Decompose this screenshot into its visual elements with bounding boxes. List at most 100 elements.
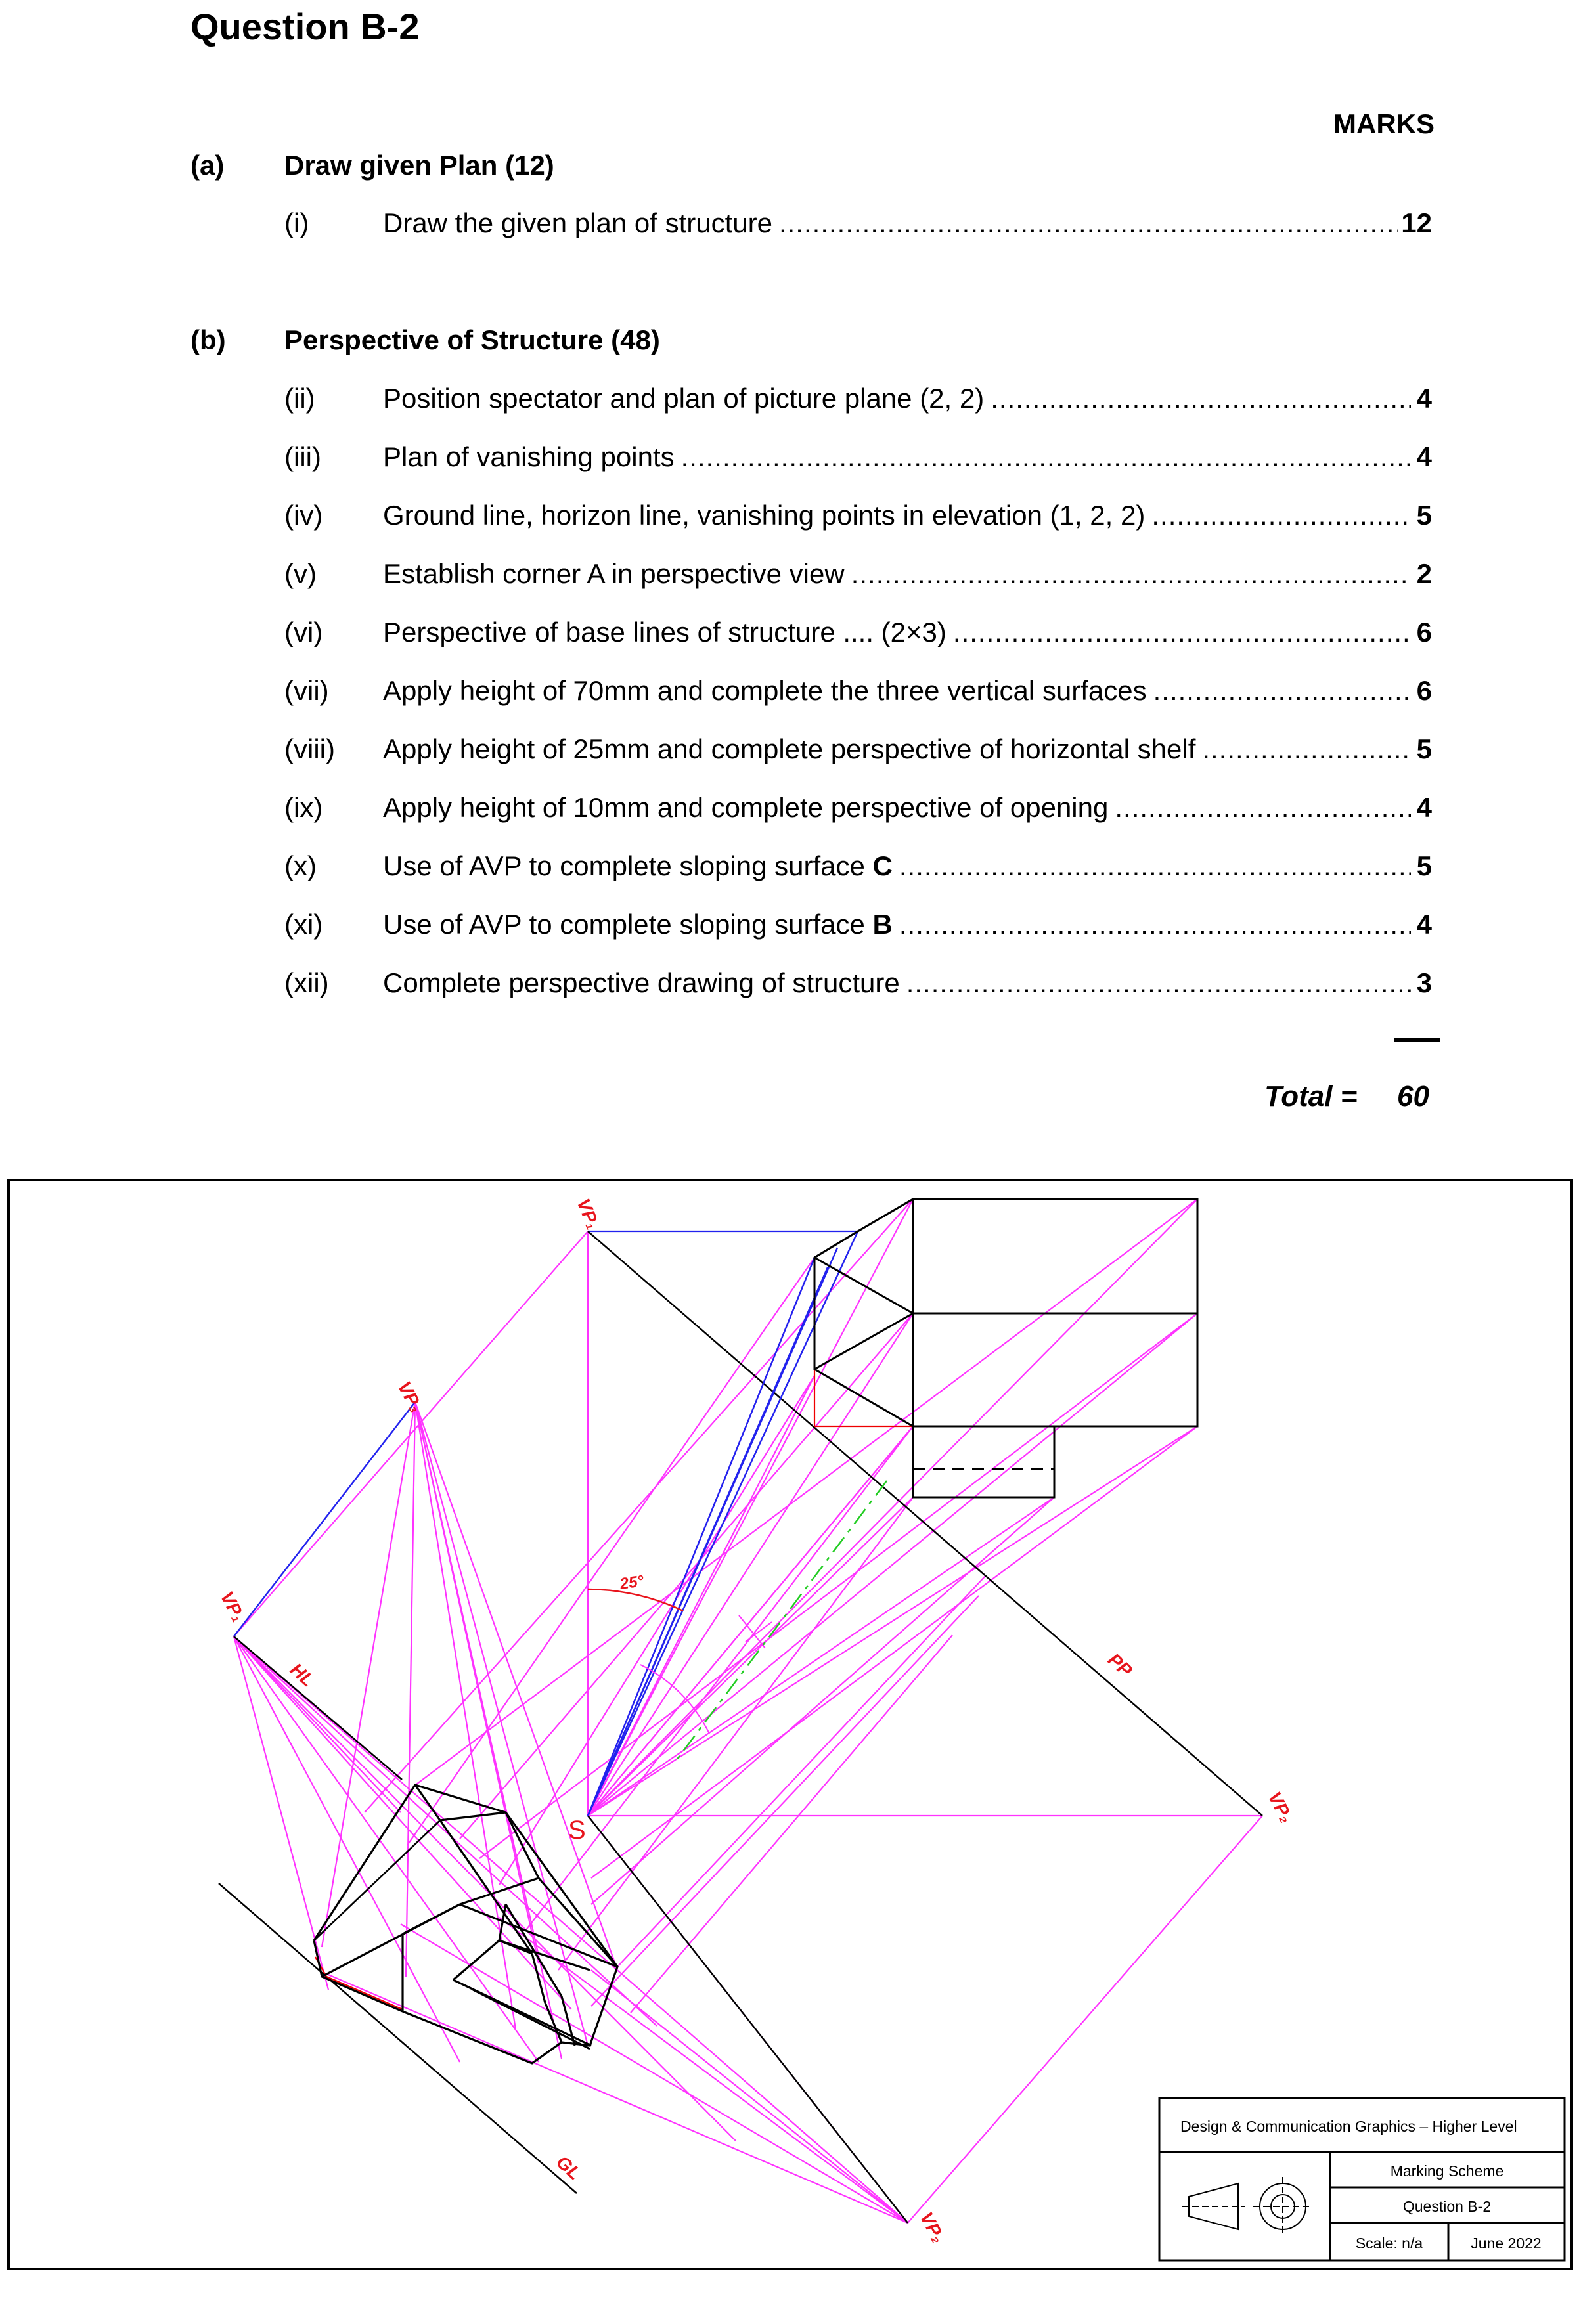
first-angle-projection-icon (1182, 2177, 1312, 2236)
leader-dots: ........................................… (1153, 675, 1411, 706)
item-text: Apply height of 10mm and complete perspe… (383, 792, 1109, 823)
item-text: Ground line, horizon line, vanishing poi… (383, 500, 1146, 531)
item-number: (i) (284, 208, 309, 238)
page-title: Question B-2 (190, 6, 420, 47)
sheet-border (7, 1179, 1573, 2270)
item-number: (vii) (284, 675, 329, 706)
item-mark: 4 (1416, 441, 1432, 472)
title-block-row2: Question B-2 (1403, 2198, 1491, 2215)
label-pp: PP (1104, 1649, 1136, 1680)
green-axis-line (676, 1480, 887, 1761)
tick-mark (738, 1615, 766, 1649)
item-number: (xi) (284, 909, 323, 940)
item-text: Position spectator and plan of picture p… (383, 383, 985, 414)
red-construction (315, 1369, 913, 2011)
item-number: (xii) (284, 967, 329, 998)
item-number: (v) (284, 558, 317, 589)
item-number: (x) (284, 850, 317, 881)
item-text: Complete perspective drawing of structur… (383, 967, 900, 998)
item-number: (ii) (284, 383, 315, 414)
surface-ref: B (872, 909, 893, 940)
mark-item: Plan of vanishing points ...............… (383, 441, 1432, 478)
item-mark: 4 (1416, 383, 1432, 414)
mark-item: Apply height of 70mm and complete the th… (383, 675, 1432, 712)
item-mark: 2 (1416, 558, 1432, 589)
leader-dots: ........................................… (991, 383, 1411, 414)
total-underline (1394, 1038, 1440, 1042)
total-value: 60 (1397, 1080, 1429, 1112)
item-text: Apply height of 70mm and complete the th… (383, 675, 1147, 706)
leader-dots: ........................................… (778, 208, 1399, 238)
item-text: Apply height of 25mm and complete perspe… (383, 734, 1196, 764)
leader-dots: ........................................… (851, 558, 1411, 589)
title-block-scale: Scale: n/a (1356, 2235, 1423, 2252)
item-number: (viii) (284, 734, 335, 764)
section-b-label: (b) (190, 324, 226, 355)
item-text: Draw the given plan of structure (383, 208, 772, 238)
item-text: Perspective of base lines of structure .… (383, 617, 946, 647)
surface-ref: C (872, 850, 893, 881)
construction-lines (233, 1198, 1263, 2224)
mark-item: Complete perspective drawing of structur… (383, 967, 1432, 1004)
item-mark: 4 (1416, 909, 1432, 940)
mark-item: Position spectator and plan of picture p… (383, 383, 1432, 420)
leader-dots: ........................................… (952, 617, 1411, 647)
label-gl: GL (552, 2151, 585, 2183)
label-vp2-bottom: VP₂ (916, 2208, 949, 2246)
item-mark: 12 (1401, 208, 1432, 238)
reference-lines (218, 1231, 1263, 2224)
blue-construction (233, 1231, 859, 1816)
item-number: (iii) (284, 441, 321, 472)
title-block-header: Design & Communication Graphics – Higher… (1180, 2118, 1517, 2135)
item-number: (ix) (284, 792, 323, 823)
marks-header: MARKS (1333, 108, 1435, 139)
mark-item: Apply height of 25mm and complete perspe… (383, 734, 1432, 770)
leader-dots: ........................................… (1115, 792, 1411, 823)
mark-item: Perspective of base lines of structure .… (383, 617, 1432, 653)
arc-construction (640, 1664, 710, 1734)
leader-dots: ........................................… (899, 909, 1411, 940)
title-block-row1: Marking Scheme (1391, 2162, 1504, 2180)
item-text: Plan of vanishing points (383, 441, 675, 472)
perspective-view (313, 1784, 619, 2065)
mark-item: Apply height of 10mm and complete perspe… (383, 792, 1432, 829)
leader-dots: ........................................… (899, 850, 1411, 881)
mark-item: Ground line, horizon line, vanishing poi… (383, 500, 1432, 537)
leader-dots: ........................................… (1151, 500, 1411, 531)
item-mark: 6 (1416, 675, 1432, 706)
leader-dots: ........................................… (1202, 734, 1411, 764)
mark-item: Draw the given plan of structure .......… (383, 208, 1432, 244)
leader-dots: ........................................… (906, 967, 1411, 998)
label-vp1-left: VP₁ (217, 1588, 250, 1625)
mark-item: Use of AVP to complete sloping surface B… (383, 909, 1432, 946)
item-number: (vi) (284, 617, 323, 647)
plan-view (813, 1198, 1199, 1499)
mark-item: Establish corner A in perspective view .… (383, 558, 1432, 595)
ground-line (218, 1883, 577, 2194)
item-mark: 4 (1416, 792, 1432, 823)
label-spectator: S (568, 1816, 586, 1845)
item-mark: 5 (1416, 850, 1432, 881)
label-vp3: VP₃ (394, 1378, 427, 1415)
item-mark: 5 (1416, 734, 1432, 764)
title-block-date: June 2022 (1471, 2235, 1541, 2252)
section-b-title: Perspective of Structure (48) (284, 324, 660, 355)
picture-plane-line (587, 1231, 1263, 1816)
title-block (1158, 2097, 1566, 2262)
section-a-label: (a) (190, 150, 225, 181)
section-a-title: Draw given Plan (12) (284, 150, 554, 181)
item-number: (iv) (284, 500, 323, 531)
leader-dots: ........................................… (680, 441, 1411, 472)
item-mark: 3 (1416, 967, 1432, 998)
item-text: Use of AVP to complete sloping surface (383, 909, 873, 940)
item-mark: 5 (1416, 500, 1432, 531)
label-vp2-right: VP₂ (1264, 1788, 1297, 1826)
horizon-line (233, 1636, 403, 1780)
label-vp1-top: VP₁ (573, 1196, 603, 1232)
item-text: Use of AVP to complete sloping surface (383, 850, 873, 881)
label-angle: 25° (618, 1572, 645, 1593)
mark-item: Use of AVP to complete sloping surface C… (383, 850, 1432, 887)
total-label: Total = (1264, 1080, 1358, 1112)
item-text: Establish corner A in perspective view (383, 558, 845, 589)
